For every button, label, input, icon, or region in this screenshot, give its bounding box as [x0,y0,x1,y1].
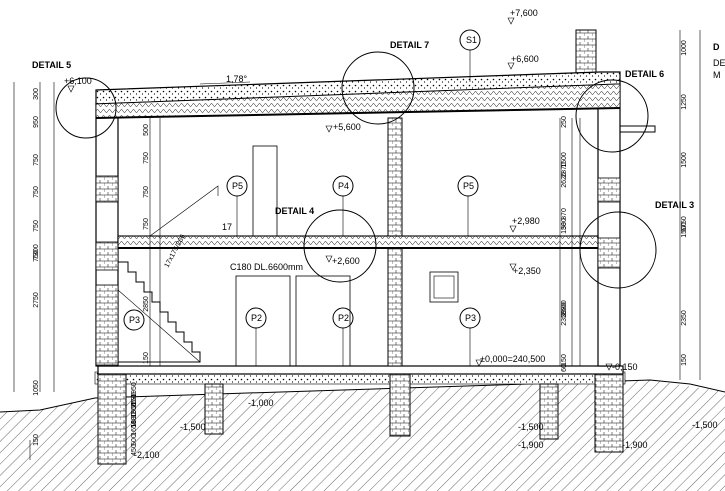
dimension-label: 750 [33,250,40,262]
room-s1: S1 [466,35,477,45]
dimension-label: 1950 [131,382,138,398]
dimension-label: 2350 [561,310,568,326]
cut-label-d: D [713,42,720,52]
roof [95,71,621,119]
dimension-label: 2850 [143,296,150,312]
room-p2b: P2 [338,313,349,323]
dimension-label: 2620 [561,172,568,188]
room-p3b: P3 [465,313,476,323]
dimension-label: 450 [131,444,138,456]
detail-7-circle [341,51,415,125]
level-f2: -1,500 [180,422,206,432]
level-ground: ±0,000=240,500 [480,354,545,364]
dimension-label: 750 [143,186,150,198]
level-f1: -1,000 [248,398,274,408]
dimension-label: 750 [33,186,40,198]
detail-3-label: DETAIL 3 [655,200,694,210]
level-ceiling2: +5,600 [333,122,361,132]
dimension-label: 250 [561,116,568,128]
detail-6-circle [575,79,649,153]
dimension-label: 150 [681,354,688,366]
dimension-label: 2600 [561,300,568,316]
room-p3a: P3 [129,315,140,325]
dimension-label: 60 [561,364,568,372]
floor-slab [117,235,599,249]
detail-7-label: DETAIL 7 [390,40,429,50]
dimension-label: 1050 [33,380,40,396]
dimension-label: 150 [561,354,568,366]
roof-slope-note: 1,78° [226,74,248,84]
ground-slab [97,365,624,375]
level-floor2: +2,980 [512,216,540,226]
level-f4: -1,900 [518,440,544,450]
detail-4-label: DETAIL 4 [275,206,314,216]
detail-6-label: DETAIL 6 [625,69,664,79]
dimension-label: 2530 [131,392,138,408]
dimension-label: 150 [131,394,138,406]
dimension-label: 750 [143,152,150,164]
dimension-label: 950 [33,116,40,128]
level-f5: -1,900 [622,440,648,450]
dimension-label: 7300 [33,244,40,260]
dimension-label: 2750 [33,292,40,308]
dimension-label: 750 [33,154,40,166]
level-top: +7,600 [510,8,538,18]
dimension-label: 1130 [131,412,138,427]
detail-5-circle [55,77,117,139]
dimension-lines-left [13,82,161,460]
dimension-label: 130 [561,222,568,234]
dimension-label: 2980 [561,302,568,318]
right-wall [597,83,621,367]
cut-label-m: M [713,70,721,80]
dimension-label: 1500 [131,402,138,418]
level-terrain: -0,150 [612,362,638,372]
dimension-label: 1350 [131,402,138,418]
room-tags [123,29,481,366]
dimension-label: 2350 [681,310,688,326]
dim-texts: 300 950 750 750 750 750 2750 1050 150 7300 500 750 7… [33,40,688,456]
dimension-label: 1500 [561,152,568,168]
dimension-label: 2870 [561,162,568,178]
detail-5-label: DETAIL 5 [32,60,71,70]
level-ceiling1: +2,600 [332,256,360,266]
detail-circles [55,51,657,289]
level-roof: +6,600 [511,54,539,64]
left-wall [95,103,119,367]
dimension-label: 500 [143,124,150,136]
room-p5b: P5 [463,181,474,191]
dimension-label: 870 [561,208,568,220]
dimension-label: 1500 [681,222,688,238]
dimension-label: 750 [33,220,40,232]
note-17: 17 [222,222,232,232]
beam-note: C180 DL.6600mm [230,262,303,272]
level-f3: -1,500 [518,422,544,432]
dimension-label: 150 [143,352,150,364]
dimension-label: 750 [143,218,150,230]
dimension-label: 580 [561,218,568,230]
level-f7: -1,500 [692,420,718,430]
detail-4-circle [303,209,377,283]
dimension-label: 150 [33,434,40,446]
dimension-label: 500 [131,434,138,446]
dimension-label: 1500 [681,152,688,168]
level-eave: +6,100 [64,76,92,86]
level-f6: -2,100 [134,450,160,460]
staircase [117,185,219,363]
dimension-label: 1250 [681,94,688,110]
level-floor1b: +2,350 [513,266,541,276]
dimension-label: 300 [33,88,40,100]
dimension-label: 1650 [131,420,138,436]
room-p2a: P2 [251,313,262,323]
dimension-label: 6750 [681,216,688,232]
room-p5a: P5 [232,181,243,191]
dimension-label: 1000 [681,40,688,56]
level-markers [67,17,613,371]
doors [235,145,459,367]
dimension-lines-right [559,30,701,380]
cut-label-de: DE [713,58,725,68]
room-p4: P4 [338,181,349,191]
terrace [620,125,656,133]
dimension-label: 1800 [131,412,138,428]
